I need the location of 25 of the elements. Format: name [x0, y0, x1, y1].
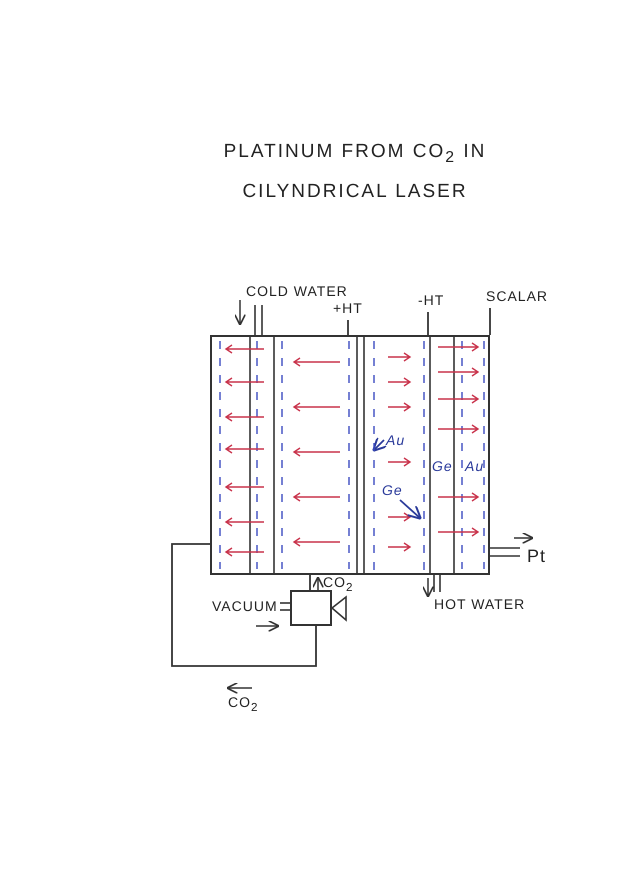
- inlet-label: VACUUM: [212, 598, 278, 614]
- element-label: Au: [386, 432, 406, 448]
- title: PLATINUM FROM CO$_{2}$ IN CILYNDRICAL LASER: [222, 140, 488, 204]
- voltage-label: +HT: [333, 300, 363, 316]
- leader-line: [489, 308, 491, 335]
- outlet-label: Pt: [527, 546, 546, 567]
- pipe: [171, 543, 317, 667]
- leader-line: [347, 320, 349, 335]
- gas-label: CO$_{2}$: [228, 694, 258, 714]
- pipe: [309, 575, 311, 590]
- inlet-label: COLD WATER: [246, 283, 348, 299]
- pointer-arrow: [399, 499, 422, 520]
- pump-box: [290, 590, 332, 626]
- voltage-label: -HT: [418, 292, 444, 308]
- electrode-line: [422, 341, 426, 573]
- pointer-arrow: [372, 436, 388, 452]
- laser-cylinder: [210, 335, 490, 575]
- element-label: Ge: [432, 458, 453, 474]
- probe-label: SCALAR: [486, 288, 548, 304]
- element-label: Ge: [382, 482, 403, 498]
- electrode-line: [372, 341, 376, 573]
- leader-line: [427, 312, 429, 335]
- gas-label: CO$_{2}$: [323, 574, 354, 594]
- element-label: Au: [465, 458, 484, 474]
- outlet-label: HOT WATER: [434, 596, 526, 612]
